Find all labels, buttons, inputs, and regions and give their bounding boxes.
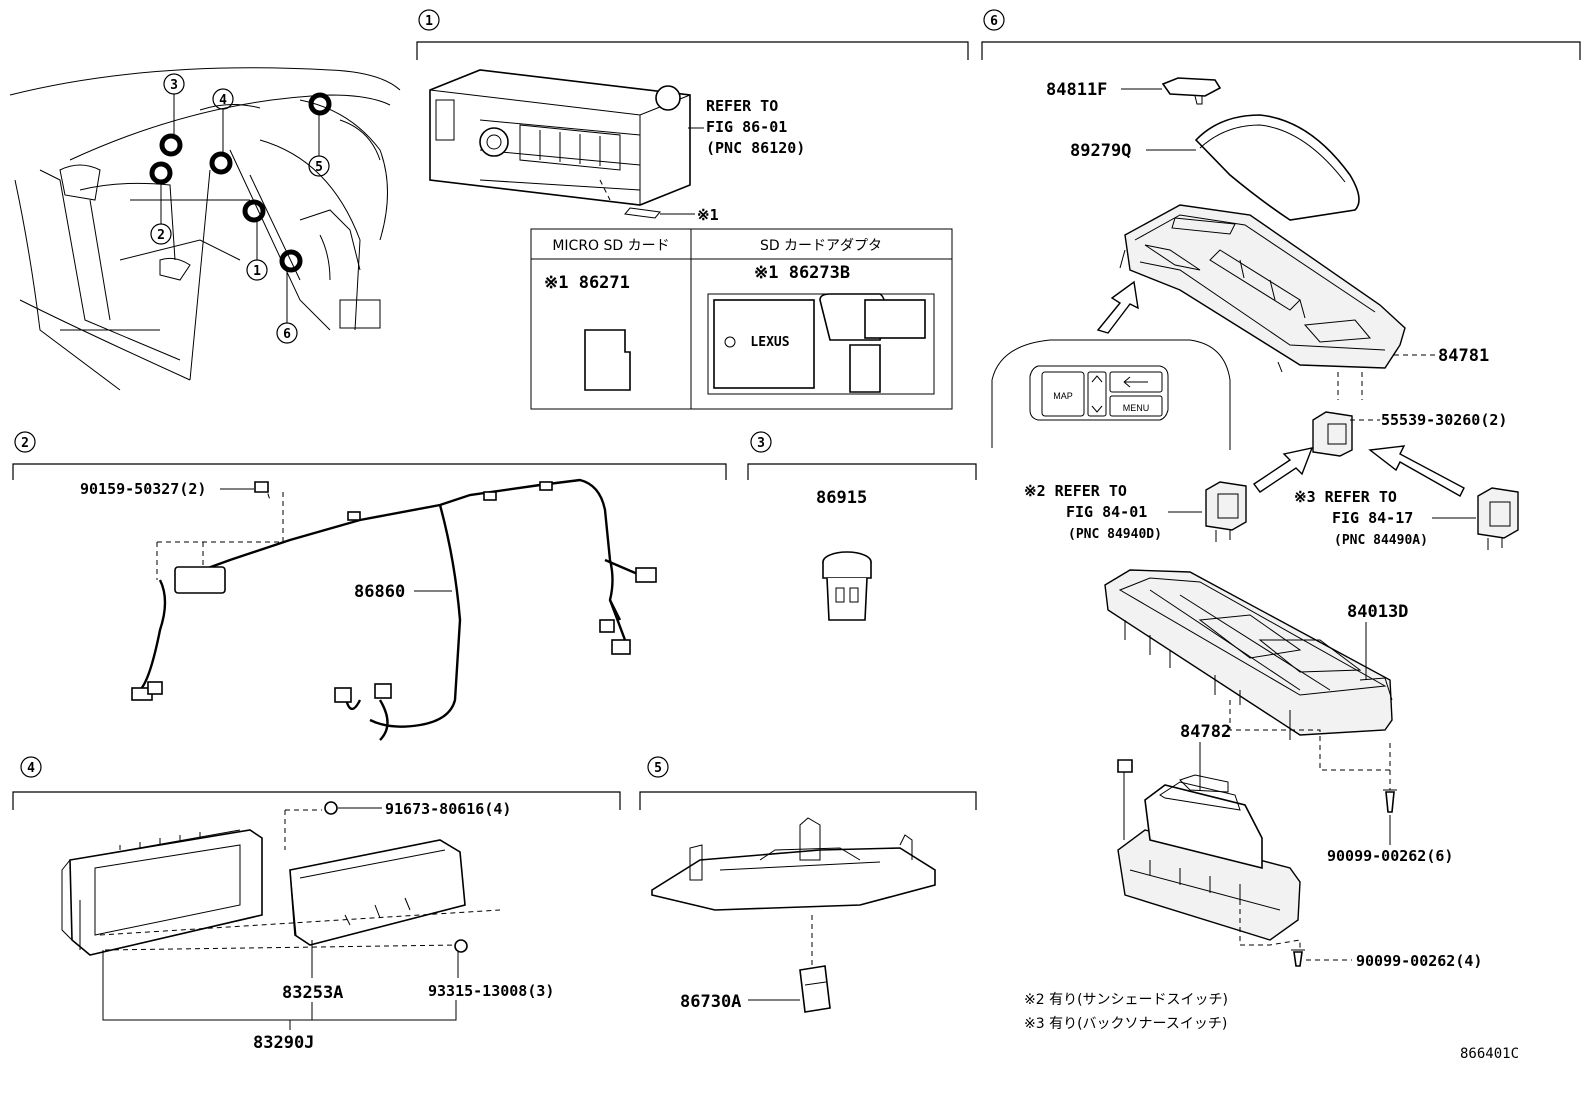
wire-harness-illustration <box>131 478 657 741</box>
label-84811F: 84811F <box>1046 80 1107 100</box>
console-arrow-3 <box>1368 445 1465 497</box>
ref3-line1: ※3 REFER TO <box>1294 488 1397 506</box>
cluster-illustration <box>61 829 466 956</box>
section-2-header: 2 <box>12 431 727 480</box>
section-6-header: 6 <box>981 9 1581 60</box>
section-1-header: 1 <box>416 9 969 60</box>
ref2-line1: ※2 REFER TO <box>1024 482 1127 500</box>
svg-text:4: 4 <box>219 93 227 108</box>
label-83290J: 83290J <box>253 1033 314 1053</box>
radio-refer-line3: (PNC 86120) <box>706 139 805 157</box>
console-lower-box <box>1104 569 1393 740</box>
ref3-line3: (PNC 84490A) <box>1334 533 1428 548</box>
sd-card-table: MICRO SD カード SD カードアダプタ ※1 86271 ※1 8627… <box>530 228 953 410</box>
figure-id: 866401C <box>1460 1046 1519 1062</box>
menu-button: MENU <box>1123 403 1150 413</box>
bolt-90099-upper <box>1383 789 1397 813</box>
console-arrow-2 <box>1252 447 1314 493</box>
overview-callout-2: 2 <box>150 182 172 245</box>
label-55539-30260: 55539-30260(2) <box>1381 411 1507 429</box>
label-90159-50327: 90159-50327(2) <box>80 480 206 498</box>
overview-callout-3: 3 <box>163 73 185 136</box>
svg-text:4: 4 <box>27 761 35 776</box>
note-3: ※3 有り(バックソナースイッチ) <box>1024 1016 1227 1032</box>
label-84013D: 84013D <box>1347 602 1408 622</box>
part-86730A-housing <box>651 817 936 911</box>
section-3-header: 3 <box>747 431 977 480</box>
section-4-header: 4 <box>12 756 621 810</box>
section-5-header: 5 <box>639 756 977 810</box>
radio-refer-line1: REFER TO <box>706 97 778 115</box>
label-86860: 86860 <box>354 582 405 602</box>
ref3-line2: FIG 84-17 <box>1332 509 1413 527</box>
sd-adapter-part: ※1 86273B <box>754 263 850 283</box>
overview-callout-1: 1 <box>246 220 268 281</box>
svg-text:1: 1 <box>253 264 261 279</box>
svg-text:2: 2 <box>21 436 29 451</box>
label-83253A: 83253A <box>282 983 343 1003</box>
label-90099-00262-4: 90099-00262(4) <box>1356 952 1482 970</box>
micro-sd-header: MICRO SD カード <box>552 238 669 254</box>
radio-receiver-illustration <box>429 69 695 219</box>
ref2-line3: (PNC 84940D) <box>1068 527 1162 542</box>
lexus-logo: LEXUS <box>750 335 789 350</box>
overview-callout-5: 5 <box>308 113 330 177</box>
svg-text:2: 2 <box>157 228 165 243</box>
overview-callout-6: 6 <box>276 270 298 344</box>
switch-panel-inset: MAP MENU <box>991 339 1231 450</box>
radio-refer-line2: FIG 86-01 <box>706 118 787 136</box>
svg-text:6: 6 <box>283 327 291 342</box>
label-86730A: 86730A <box>680 992 741 1012</box>
label-93315-13008: 93315-13008(3) <box>428 982 554 1000</box>
label-84782: 84782 <box>1180 722 1231 742</box>
part-84811F <box>1161 77 1222 105</box>
label-89279Q: 89279Q <box>1070 141 1131 161</box>
part-86730A-connector <box>799 965 831 1013</box>
ecu-box <box>1117 759 1301 941</box>
svg-text:6: 6 <box>990 14 998 29</box>
svg-text:5: 5 <box>315 160 323 175</box>
svg-text:3: 3 <box>170 78 178 93</box>
sd-adapter-header: SD カードアダプタ <box>760 238 882 254</box>
label-90099-00262-6: 90099-00262(6) <box>1327 847 1453 865</box>
sonar-switch <box>1477 487 1519 550</box>
part-86915-illustration <box>822 551 872 621</box>
overview-callout-4: 4 <box>212 88 234 154</box>
note-2: ※2 有り(サンシェードスイッチ) <box>1024 992 1228 1008</box>
bolt-90099-lower <box>1291 949 1305 967</box>
svg-text:5: 5 <box>654 761 662 776</box>
dashboard-overview: 3 4 5 2 1 6 <box>9 67 401 391</box>
svg-text:1: 1 <box>425 14 433 29</box>
label-84781: 84781 <box>1438 346 1489 366</box>
micro-sd-part: ※1 86271 <box>544 273 630 293</box>
armrest-lid <box>1194 114 1360 221</box>
label-91673-80616: 91673-80616(4) <box>385 800 511 818</box>
part-55539-switch <box>1312 411 1353 457</box>
sunshade-switch <box>1205 481 1247 542</box>
ref2-line2: FIG 84-01 <box>1066 503 1147 521</box>
note-mark-1: ※1 <box>697 206 719 224</box>
console-upper-panel <box>1119 204 1406 373</box>
console-arrow-1 <box>1096 280 1139 334</box>
map-button: MAP <box>1053 391 1073 401</box>
label-86915: 86915 <box>816 488 867 508</box>
svg-text:3: 3 <box>757 436 765 451</box>
